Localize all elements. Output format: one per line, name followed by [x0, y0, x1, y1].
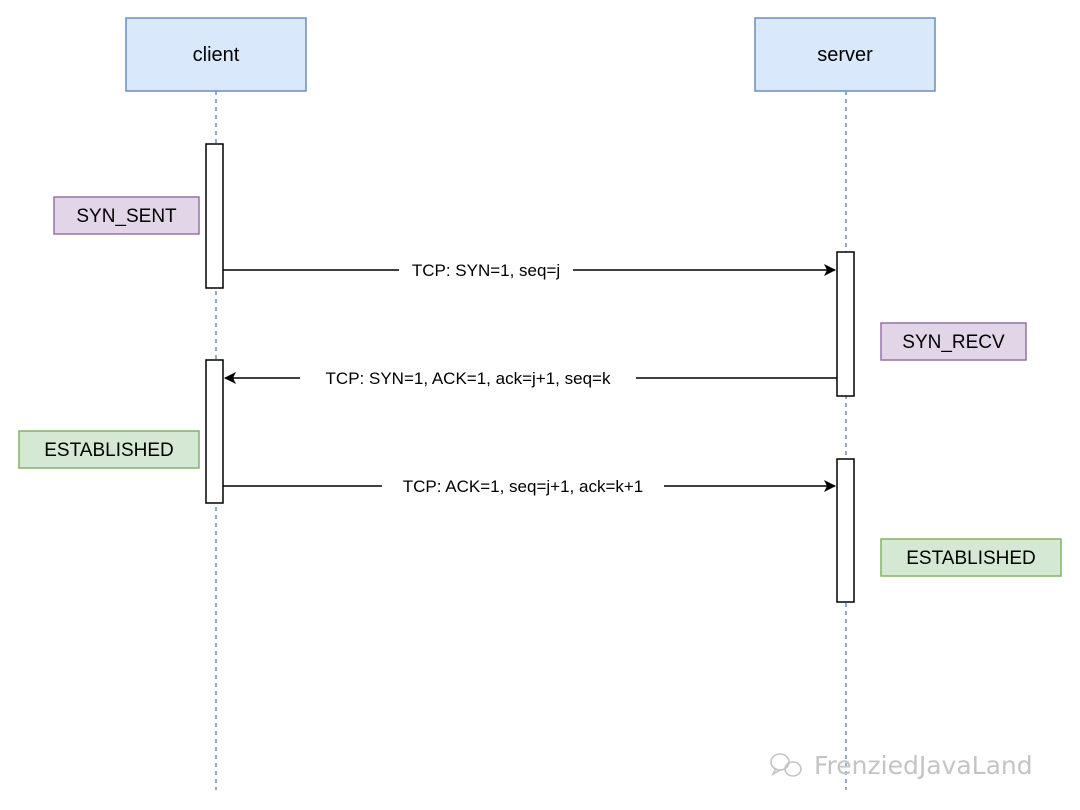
client-syn-sent-label: SYN_SENT [76, 206, 177, 227]
server-activation-2[interactable] [836, 458, 855, 603]
client-label: client [193, 44, 240, 66]
ack-message-label: TCP: ACK=1, seq=j+1, ack=k+1 [403, 477, 644, 496]
watermark-text: FrenziedJavaLand [814, 751, 1033, 780]
server-syn-recv-label: SYN_RECV [902, 332, 1005, 353]
server-activation-1[interactable] [836, 251, 855, 397]
ack-message[interactable]: TCP: ACK=1, seq=j+1, ack=k+1 [223, 475, 836, 497]
syn-message[interactable]: TCP: SYN=1, seq=j [223, 259, 836, 281]
server-label: server [817, 44, 873, 66]
watermark: FrenziedJavaLand [770, 751, 1033, 780]
wechat-icon [770, 753, 802, 777]
server-established-state: ESTABLISHED [880, 538, 1062, 577]
client-activation-1[interactable] [205, 143, 224, 289]
client-participant[interactable]: client [125, 17, 307, 92]
client-established-label: ESTABLISHED [44, 440, 174, 461]
syn-ack-message-label: TCP: SYN=1, ACK=1, ack=j+1, seq=k [326, 369, 611, 388]
server-established-label: ESTABLISHED [906, 548, 1036, 569]
syn-ack-message[interactable]: TCP: SYN=1, ACK=1, ack=j+1, seq=k [224, 367, 837, 389]
client-syn-sent-state: SYN_SENT [53, 196, 200, 235]
server-syn-recv-state: SYN_RECV [880, 322, 1027, 361]
server-participant[interactable]: server [754, 17, 936, 92]
client-established-state: ESTABLISHED [18, 430, 200, 469]
syn-message-label: TCP: SYN=1, seq=j [412, 261, 560, 280]
client-activation-2[interactable] [205, 359, 224, 504]
